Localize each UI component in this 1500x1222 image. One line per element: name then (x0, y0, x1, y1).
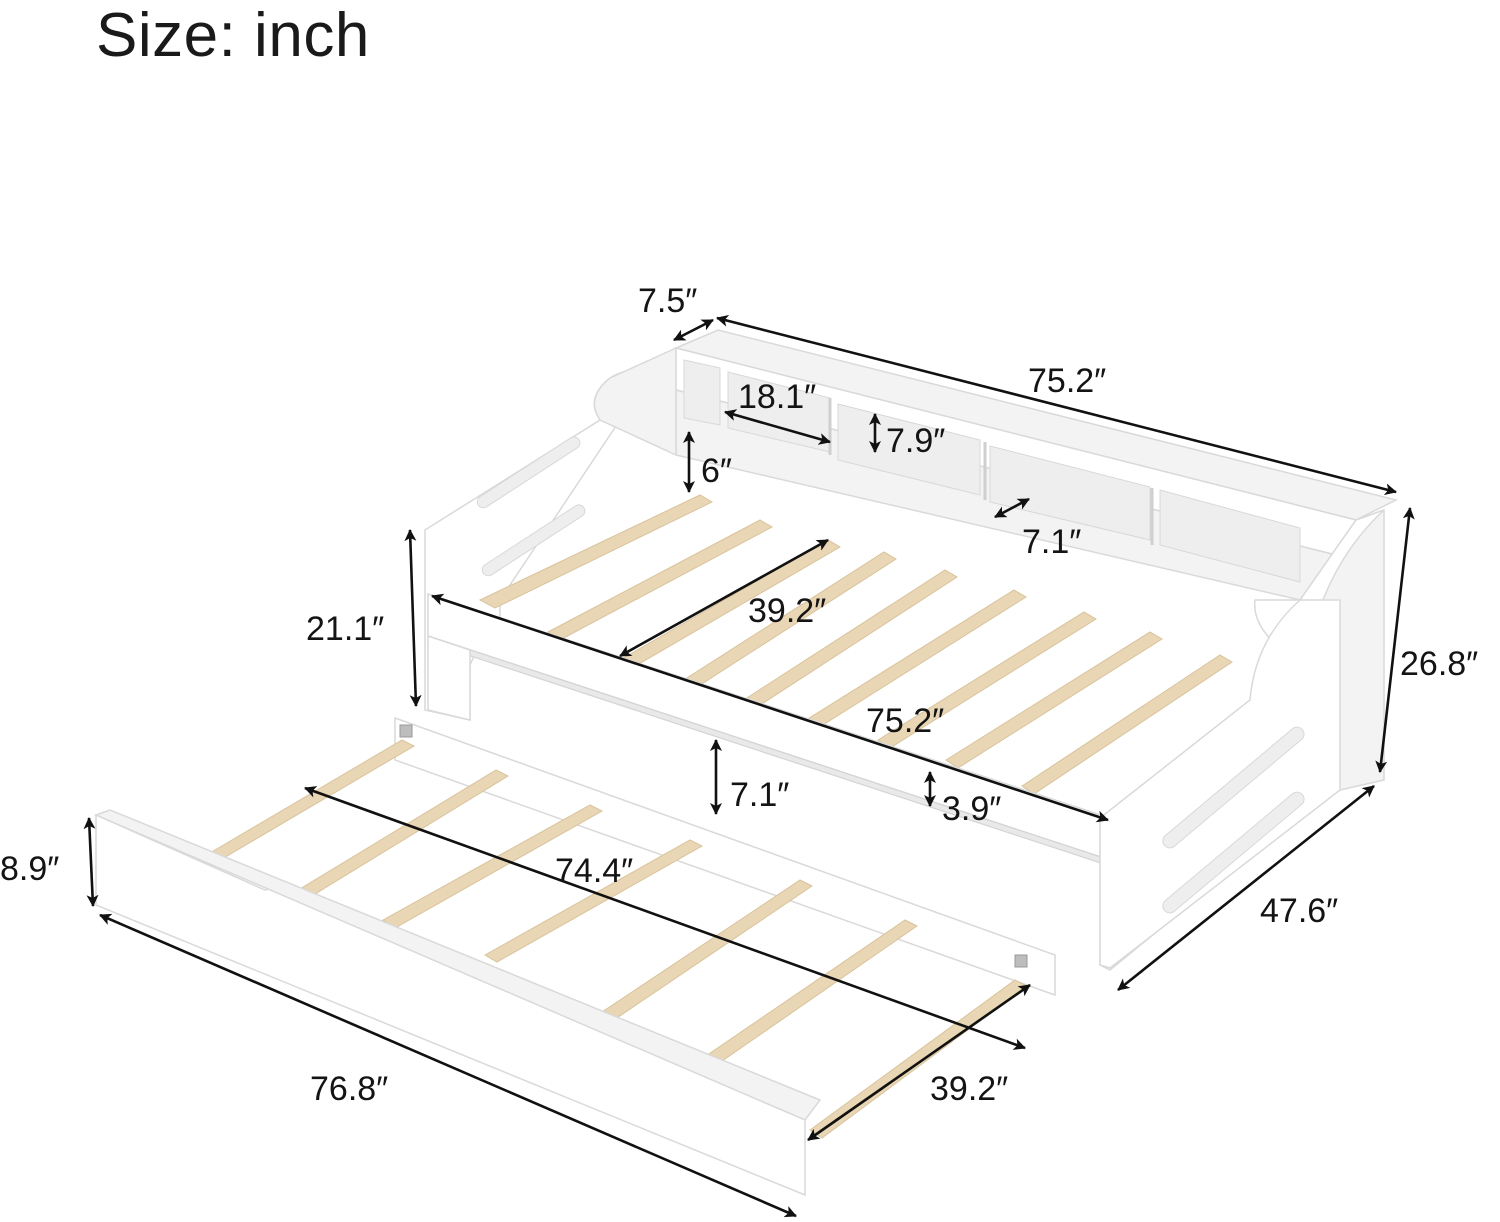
side-panel-cutout (481, 504, 586, 577)
shelf-compartment (1159, 489, 1301, 583)
label-trundle-slat-width: 39.2″ (930, 1070, 1008, 1108)
label-inner-length: 75.2″ (866, 702, 944, 740)
page-title: Size: inch (96, 1, 370, 70)
trundle-front-panel (95, 813, 806, 1197)
label-overall-length: 75.2″ (1028, 362, 1106, 400)
label-floor-clearance: 7.1″ (730, 776, 789, 814)
label-rail-to-slat: 3.9″ (942, 790, 1001, 828)
dim-line-shelf-depth (673, 318, 714, 342)
dim-line-trundle-height (83, 817, 99, 907)
label-inner-slat-width: 39.2″ (748, 592, 826, 630)
dim-line-shelf-inner-depth (994, 497, 1030, 519)
shelf-compartment (683, 359, 721, 426)
label-compartment-width: 18.1″ (738, 378, 816, 416)
dim-line-front-rail-height (404, 529, 422, 707)
label-overall-height: 26.8″ (1400, 645, 1478, 683)
dim-line-overall-width (1117, 784, 1375, 992)
dim-line-overall-height (1375, 507, 1415, 773)
label-overall-width: 47.6″ (1260, 892, 1338, 930)
dim-line-trundle-slat-width (807, 983, 1031, 1142)
label-compartment-height: 7.9″ (886, 422, 945, 460)
dim-line-compartment-width (724, 409, 831, 445)
dim-line-overall-length (716, 314, 1397, 496)
dim-line-inner-length (431, 593, 1109, 823)
label-shelf-inner-depth: 7.1″ (1022, 523, 1081, 561)
label-shelf-depth: 7.5″ (638, 282, 697, 320)
dimension-labels: 7.5″ 75.2″ 18.1″ 7.9″ 6″ 7.1″ 26.8″ 21.1… (0, 282, 1478, 1108)
label-trundle-length: 76.8″ (310, 1070, 388, 1108)
side-panel-cutout (476, 436, 581, 509)
dimension-lines (83, 314, 1415, 1218)
label-trundle-height: 8.9″ (0, 850, 59, 888)
dim-line-trundle-length (99, 913, 797, 1218)
label-trundle-slat-span: 74.4″ (555, 852, 633, 890)
label-shelf-gap: 6″ (701, 452, 732, 490)
label-front-rail-height: 21.1″ (306, 610, 384, 648)
